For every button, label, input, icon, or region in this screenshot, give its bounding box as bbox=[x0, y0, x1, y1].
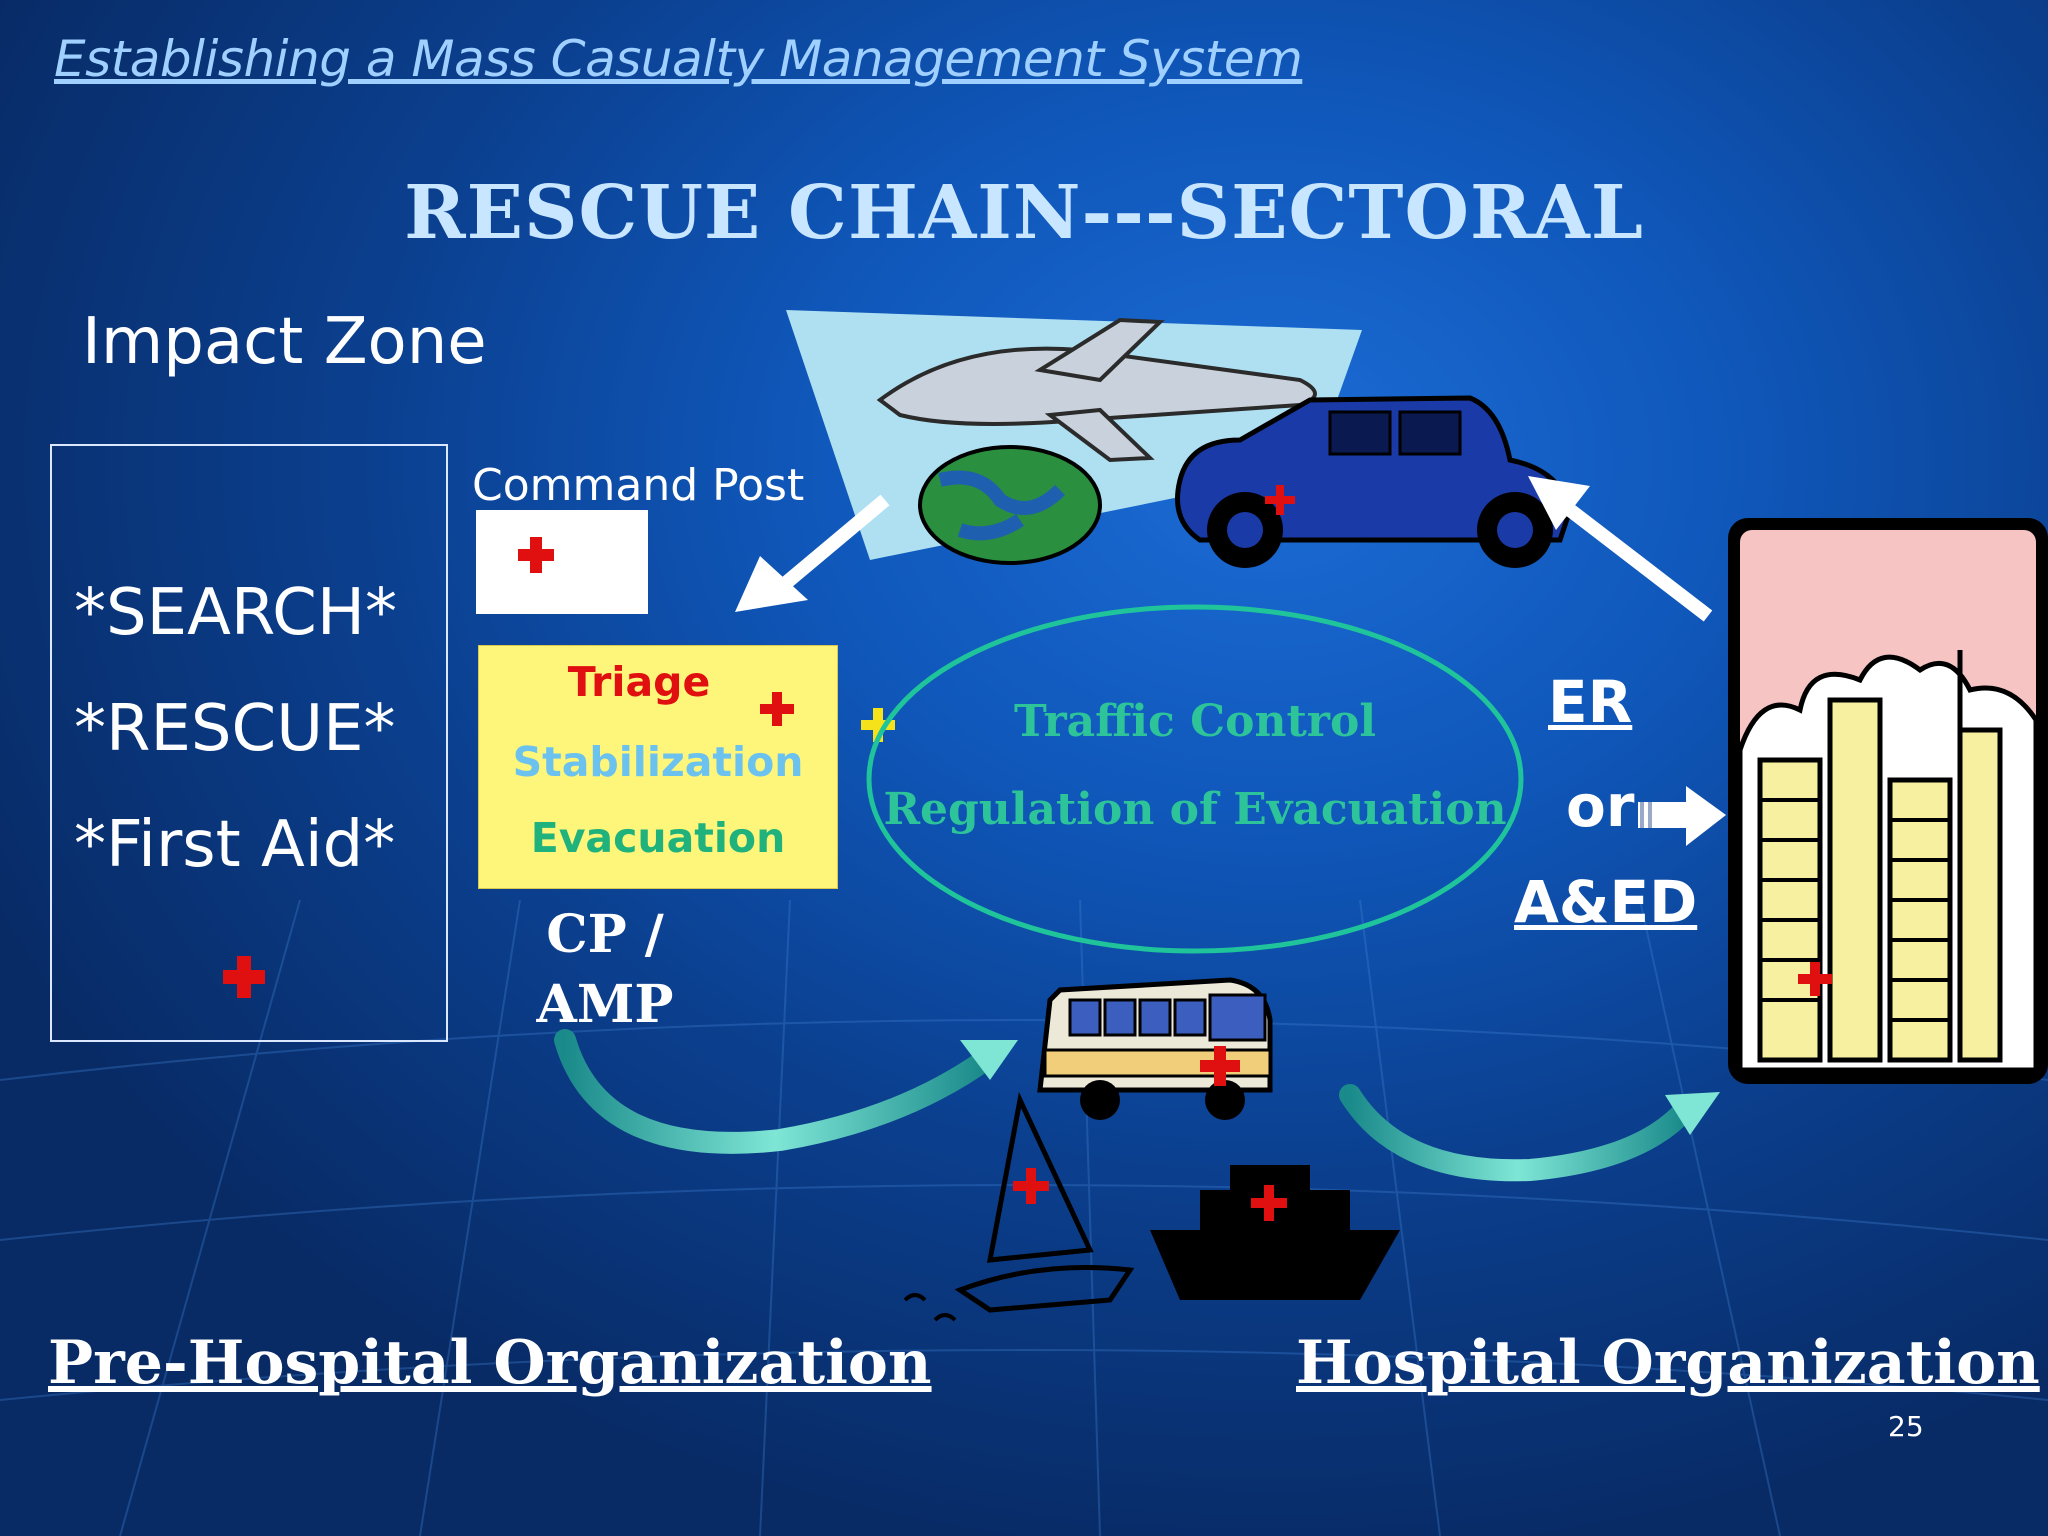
zone-item-first-aid: *First Aid* bbox=[74, 808, 396, 882]
traffic-control-label: Traffic Control bbox=[1013, 696, 1377, 747]
bus-icon bbox=[1037, 977, 1273, 1120]
hospital-building-icon bbox=[1728, 518, 2048, 1084]
hospital-heading: Hospital Organization bbox=[1296, 1328, 2040, 1398]
sailboat-icon bbox=[903, 1091, 1135, 1322]
zone-item-rescue: *RESCUE* bbox=[74, 692, 396, 766]
arrow-to-triage bbox=[735, 494, 890, 612]
or-label: or bbox=[1566, 772, 1635, 840]
triage-cross-icon bbox=[760, 692, 794, 726]
ship-icon bbox=[1150, 1165, 1400, 1300]
evacuation-label: Evacuation bbox=[530, 814, 786, 862]
red-cross-icon bbox=[223, 956, 265, 998]
slide-title: RESCUE CHAIN---SECTORAL bbox=[404, 170, 1644, 256]
arrow-to-car bbox=[1528, 476, 1713, 622]
cp-amp-label: CP / AMP bbox=[520, 900, 690, 1040]
command-post-label: Command Post bbox=[472, 460, 805, 511]
transport-clipart bbox=[786, 310, 1573, 568]
curved-arrow-to-transport bbox=[554, 1029, 1018, 1154]
command-post-box bbox=[476, 510, 648, 614]
pre-hospital-heading: Pre-Hospital Organization bbox=[48, 1328, 932, 1398]
command-post-cross-icon bbox=[518, 537, 554, 573]
arrow-to-hospital bbox=[1638, 786, 1726, 846]
yellow-cross-icon bbox=[861, 708, 895, 742]
traffic-ellipse bbox=[866, 604, 1524, 954]
slide-subtitle: Establishing a Mass Casualty Management … bbox=[54, 30, 1303, 88]
zone-item-search: *SEARCH* bbox=[74, 576, 397, 650]
amp-label: AMP bbox=[536, 974, 674, 1035]
stabilization-label: Stabilization bbox=[512, 738, 804, 786]
page-number: 25 bbox=[1888, 1410, 1924, 1443]
regulation-label: Regulation of Evacuation bbox=[883, 784, 1507, 835]
curved-arrow-to-hospital bbox=[1339, 1084, 1720, 1182]
aed-label: A&ED bbox=[1514, 868, 1698, 936]
impact-zone-label: Impact Zone bbox=[82, 305, 487, 379]
impact-zone-box: *SEARCH* *RESCUE* *First Aid* bbox=[50, 444, 448, 1042]
triage-label: Triage bbox=[567, 658, 711, 706]
triage-box: Triage Stabilization Evacuation bbox=[478, 645, 838, 889]
er-label: ER bbox=[1548, 668, 1633, 736]
cp-label: CP / bbox=[546, 904, 664, 965]
